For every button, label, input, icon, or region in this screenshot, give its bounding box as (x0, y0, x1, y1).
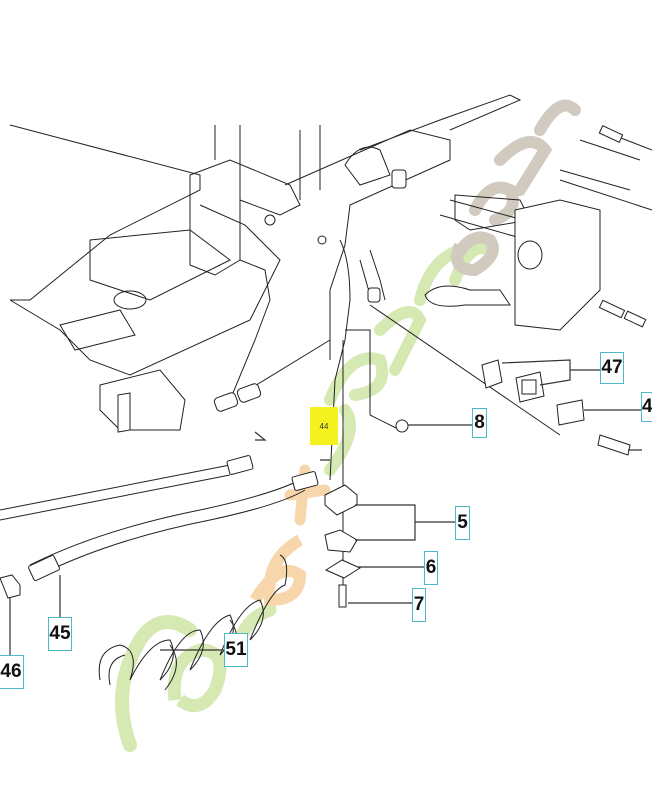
callout-8[interactable]: 8 (472, 408, 487, 438)
callout-51[interactable]: 51 (224, 633, 248, 667)
deck-plate (9, 124, 281, 433)
callout-47[interactable]: 47 (600, 352, 624, 384)
callout-5[interactable]: 5 (455, 506, 470, 540)
callout-45[interactable]: 45 (48, 617, 72, 651)
frame (189, 94, 522, 481)
callout-46[interactable]: 46 (0, 655, 24, 689)
callout-7[interactable]: 7 (412, 588, 426, 622)
callout-6[interactable]: 6 (424, 551, 438, 585)
clamp-parts (345, 304, 642, 456)
highlighted-part-label: 44 (310, 407, 338, 445)
callout-4[interactable]: 4 (641, 392, 652, 422)
protective-coil (98, 554, 288, 691)
mount-parts (324, 340, 455, 608)
hoses (0, 431, 330, 655)
right-bracket (424, 125, 652, 331)
